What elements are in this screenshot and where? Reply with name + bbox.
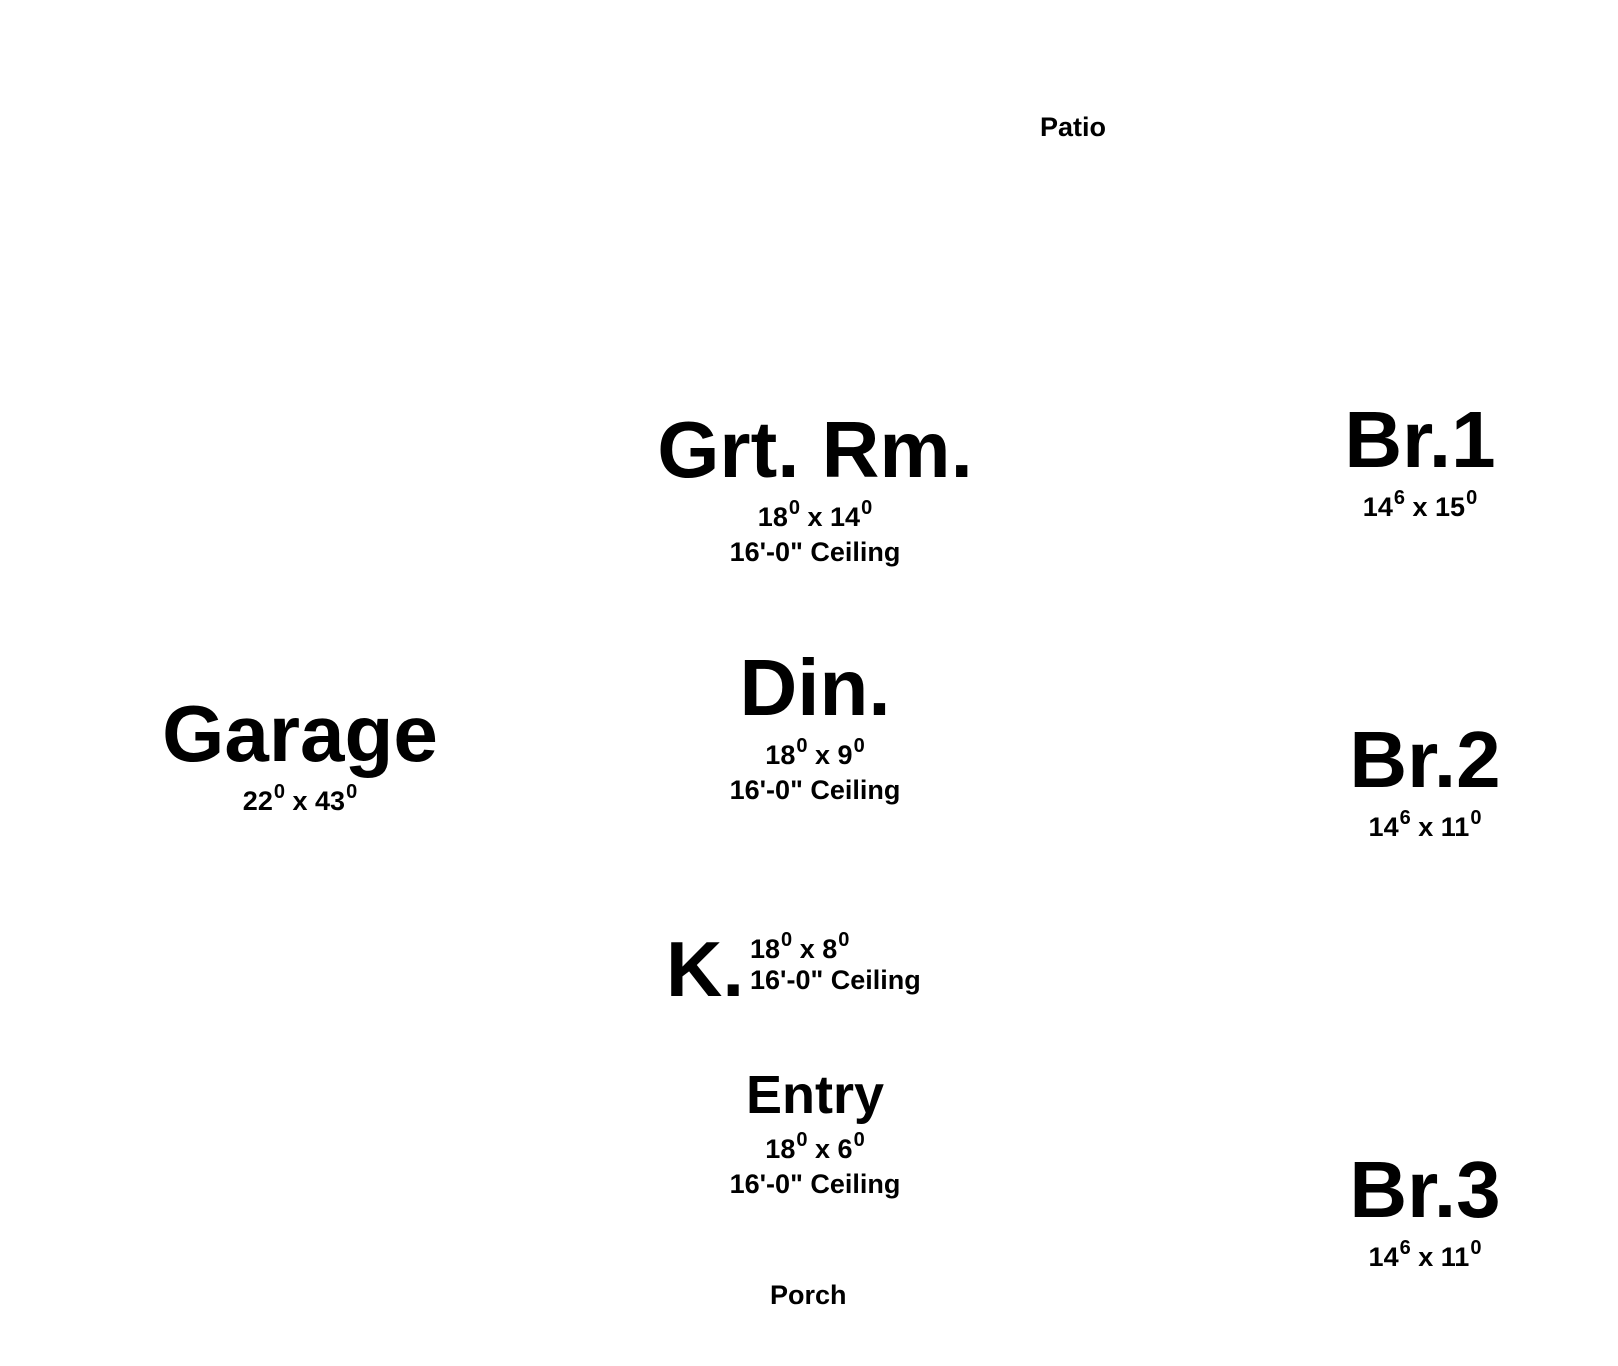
ceiling-height: 16'-0" Ceiling	[729, 537, 901, 567]
dimension-separator: x	[814, 1134, 831, 1164]
dimension-separator: x	[807, 502, 823, 532]
room-label-kitchen: K. 180 x 80 16'-0" Ceiling	[666, 930, 956, 1008]
depth-feet: 14	[830, 502, 861, 532]
room-dimensions: 180 x 90	[690, 736, 940, 770]
width-feet: 18	[765, 1134, 796, 1164]
room-name: Br.2	[1349, 715, 1501, 804]
width-inches: 0	[781, 929, 793, 951]
depth-inches: 0	[1470, 1237, 1482, 1259]
width-inches: 0	[796, 1129, 808, 1151]
width-inches: 0	[273, 781, 285, 803]
depth-inches: 0	[838, 929, 850, 951]
ceiling-height: 16'-0" Ceiling	[729, 1169, 901, 1199]
depth-inches: 0	[1470, 807, 1482, 829]
room-info: 180 x 80 16'-0" Ceiling	[750, 930, 921, 995]
depth-feet: 9	[837, 740, 853, 770]
room-label-bedroom-3: Br.3 146 x 110	[1330, 1150, 1520, 1271]
depth-inches: 0	[861, 497, 873, 519]
room-dimensions: 220 x 430	[140, 782, 460, 816]
depth-feet: 8	[822, 934, 838, 964]
room-name: K.	[666, 925, 744, 1013]
room-dimensions: 146 x 110	[1330, 808, 1520, 842]
depth-inches: 0	[853, 1129, 865, 1151]
room-label-porch: Porch	[770, 1282, 847, 1309]
width-feet: 18	[750, 934, 781, 964]
width-inches: 6	[1399, 807, 1411, 829]
ceiling-height: 16'-0" Ceiling	[729, 775, 901, 805]
width-feet: 18	[757, 502, 788, 532]
room-label-garage: Garage 220 x 430	[140, 694, 460, 815]
room-label-entry: Entry 180 x 60 16'-0" Ceiling	[690, 1068, 940, 1198]
depth-inches: 0	[1466, 487, 1478, 509]
depth-inches: 0	[346, 781, 358, 803]
room-name: Porch	[770, 1280, 847, 1310]
room-dimensions: 146 x 110	[1330, 1238, 1520, 1272]
room-name: Br.3	[1349, 1145, 1501, 1234]
room-dimensions: 146 x 150	[1330, 488, 1510, 522]
width-feet: 14	[1368, 812, 1399, 842]
room-label-bedroom-2: Br.2 146 x 110	[1330, 720, 1520, 841]
width-feet: 14	[1368, 1242, 1399, 1272]
room-name: Br.1	[1344, 395, 1496, 484]
room-name: Garage	[162, 689, 438, 778]
room-dimensions: 180 x 140	[640, 498, 990, 532]
width-inches: 0	[788, 497, 800, 519]
depth-feet: 6	[837, 1134, 853, 1164]
width-inches: 0	[796, 735, 808, 757]
depth-feet: 15	[1435, 492, 1466, 522]
depth-feet: 11	[1440, 812, 1470, 842]
room-label-patio: Patio	[1040, 114, 1106, 141]
ceiling-height: 16'-0" Ceiling	[750, 965, 921, 995]
room-label-bedroom-1: Br.1 146 x 150	[1330, 400, 1510, 521]
dimension-separator: x	[292, 786, 308, 816]
room-label-dining: Din. 180 x 90 16'-0" Ceiling	[690, 648, 940, 804]
dimension-separator: x	[1412, 492, 1428, 522]
dimension-separator: x	[814, 740, 831, 770]
width-inches: 6	[1399, 1237, 1411, 1259]
depth-feet: 11	[1440, 1242, 1470, 1272]
width-feet: 18	[765, 740, 796, 770]
dimension-separator: x	[1418, 1242, 1434, 1272]
depth-inches: 0	[853, 735, 865, 757]
width-feet: 14	[1362, 492, 1393, 522]
room-dimensions: 180 x 80	[750, 930, 921, 964]
depth-feet: 43	[315, 786, 346, 816]
width-feet: 22	[242, 786, 273, 816]
room-name: Grt. Rm.	[657, 405, 973, 494]
room-label-great-room: Grt. Rm. 180 x 140 16'-0" Ceiling	[640, 410, 990, 566]
room-name: Din.	[739, 643, 891, 732]
room-name: Entry	[745, 1065, 885, 1125]
dimension-separator: x	[1418, 812, 1434, 842]
width-inches: 6	[1393, 487, 1405, 509]
room-dimensions: 180 x 60	[690, 1130, 940, 1164]
dimension-separator: x	[799, 934, 815, 964]
room-name: Patio	[1040, 112, 1107, 142]
